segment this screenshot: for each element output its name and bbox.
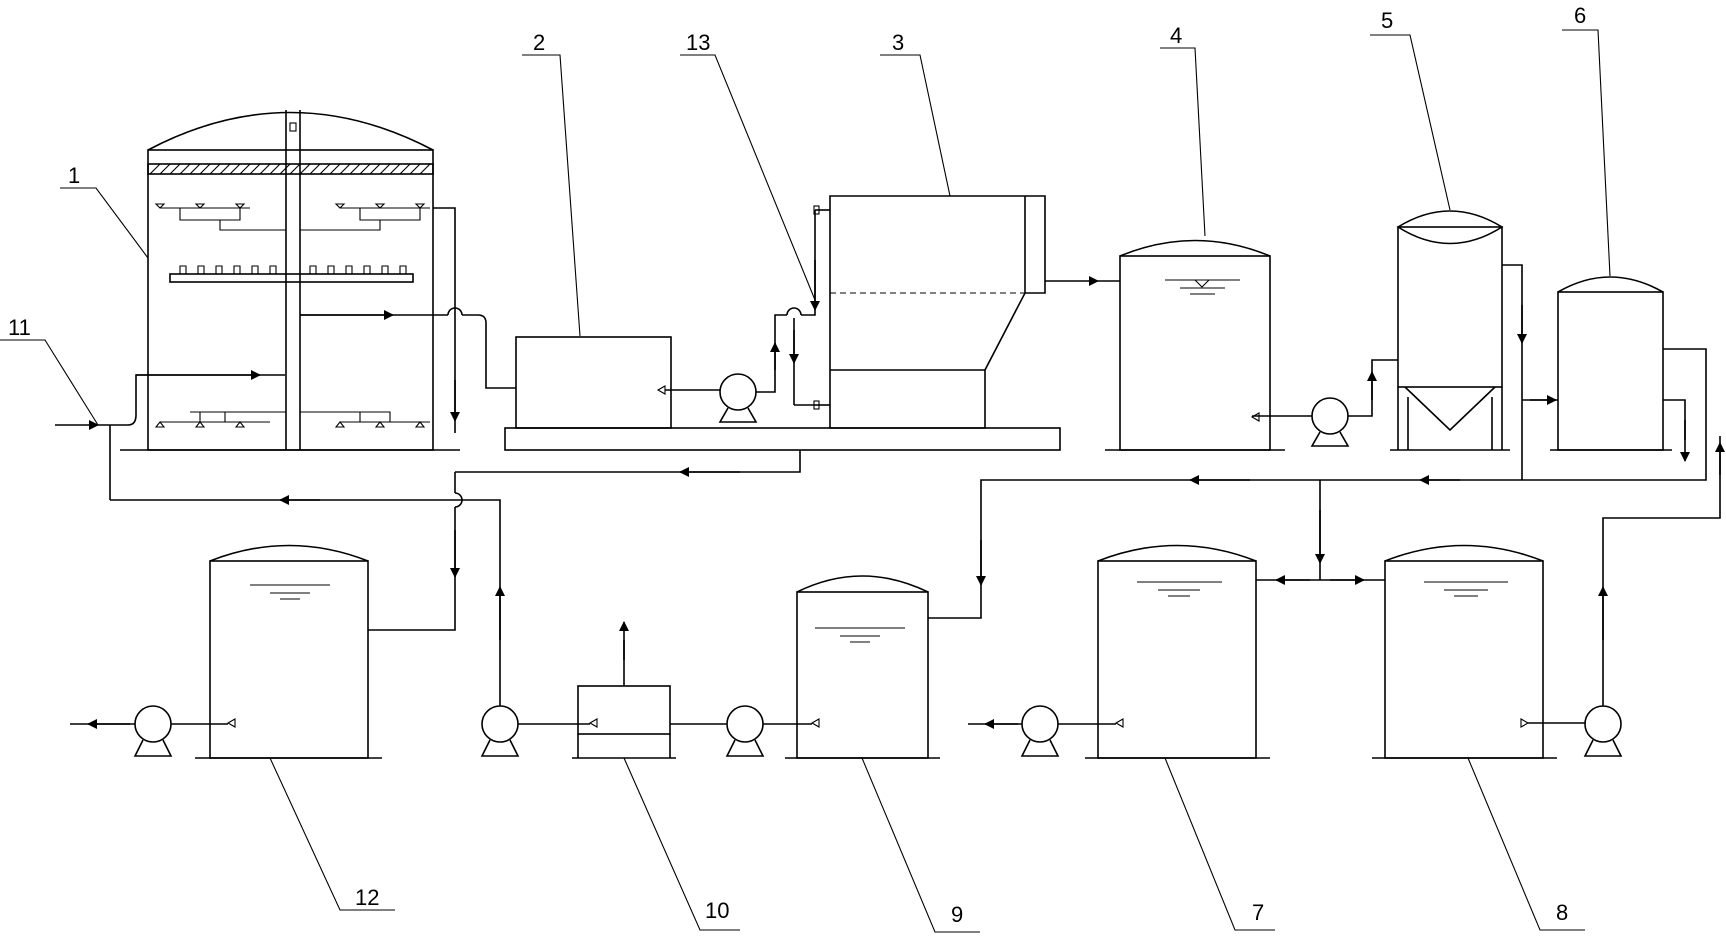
unit-12-tank <box>195 544 382 759</box>
unit-10-box <box>572 685 676 759</box>
pump-5 <box>725 705 765 757</box>
label-10: 10 <box>705 898 729 923</box>
pump-6 <box>1020 705 1060 757</box>
label-1: 1 <box>68 163 80 188</box>
label-4: 4 <box>1170 23 1182 48</box>
unit-3-main <box>504 195 1061 451</box>
pump-7 <box>1583 705 1623 757</box>
label-5: 5 <box>1381 8 1393 33</box>
unit-2-tank <box>515 336 672 429</box>
unit-5-settler <box>1390 210 1510 451</box>
label-2: 2 <box>533 30 545 55</box>
label-7: 7 <box>1252 900 1264 925</box>
label-13: 13 <box>686 30 710 55</box>
unit-4-tank <box>1105 239 1285 451</box>
scrubber-tower-1 <box>120 110 460 451</box>
unit-8-tank <box>1372 544 1557 759</box>
piping <box>55 207 1725 729</box>
pump-4 <box>480 705 520 757</box>
pump-1 <box>718 373 758 423</box>
leader-lines <box>0 29 1611 933</box>
unit-7-tank <box>1085 544 1270 759</box>
unit-9-tank <box>785 575 940 759</box>
label-3: 3 <box>892 30 904 55</box>
pump-3 <box>133 705 173 757</box>
unit-6-tank <box>1550 276 1672 451</box>
label-11: 11 <box>8 315 31 340</box>
label-12: 12 <box>355 885 379 910</box>
label-8: 8 <box>1556 900 1568 925</box>
label-6: 6 <box>1574 3 1586 28</box>
pump-2 <box>1310 397 1350 447</box>
label-9: 9 <box>951 902 963 927</box>
